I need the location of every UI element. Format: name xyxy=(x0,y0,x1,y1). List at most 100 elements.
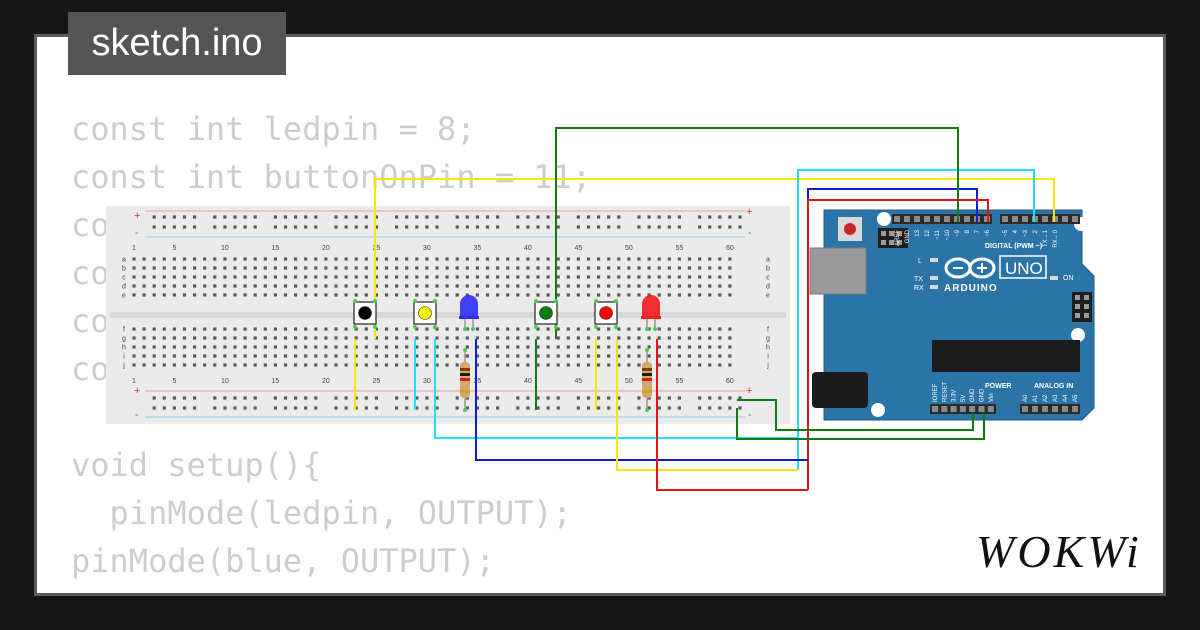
mounting-hole xyxy=(871,403,885,417)
digital-header-2 xyxy=(1000,214,1080,224)
digital-pin-label: 8 xyxy=(965,229,971,233)
atmega-chip xyxy=(932,340,1080,372)
resistor-red-led[interactable] xyxy=(642,348,652,412)
column-number: 10 xyxy=(221,245,229,252)
rail-plus-bottom-right: + xyxy=(746,385,752,397)
header-pins xyxy=(881,216,1089,412)
row-letter: c xyxy=(766,275,770,282)
digital-pin-label: ~6 xyxy=(985,229,991,237)
row-letter: d xyxy=(766,284,770,291)
code-line: pinMode(ledpin, OUTPUT); xyxy=(71,494,572,532)
digital-pin-label: 7 xyxy=(975,229,981,233)
code-line: pinMode(blue, OUTPUT); xyxy=(71,542,495,580)
wire-cyan-to-arduino[interactable] xyxy=(434,339,798,439)
wire-red-top[interactable] xyxy=(807,199,989,490)
analog-pin-label: A2 xyxy=(1043,394,1049,402)
uno-badge xyxy=(999,255,1047,279)
push-button-black[interactable] xyxy=(353,299,377,329)
wire-yellow-top[interactable] xyxy=(374,178,1055,339)
push-button-yellow[interactable] xyxy=(413,299,437,329)
digital-pin-label: 12 xyxy=(925,229,931,236)
power-pin-label: GND xyxy=(980,388,986,402)
digital-pin-label: 4 xyxy=(1013,229,1019,233)
push-button-green[interactable] xyxy=(534,299,558,329)
column-number: 45 xyxy=(575,245,583,252)
row-letter: f xyxy=(767,327,769,334)
analog-pin-label: A5 xyxy=(1073,394,1079,402)
resistor-blue-led[interactable] xyxy=(460,348,470,412)
wokwi-logo: WOKWi xyxy=(976,526,1142,577)
wire-cyan-top[interactable] xyxy=(797,169,1035,470)
code-line: void setup(){ xyxy=(71,446,322,484)
analog-pin-label: A0 xyxy=(1023,394,1029,402)
column-number: 60 xyxy=(726,245,734,252)
code-line: co xyxy=(71,206,110,244)
code-line: co xyxy=(71,302,110,340)
column-number: 50 xyxy=(625,245,633,252)
analog-pin-label: A4 xyxy=(1063,394,1069,402)
column-number: 35 xyxy=(474,245,482,252)
breadboard-center-channel xyxy=(110,312,786,318)
rail-minus-top-right: - xyxy=(748,227,752,239)
breadboard-holes xyxy=(132,215,742,410)
row-letter: b xyxy=(122,266,126,273)
uno-badge-text: UNO xyxy=(1005,259,1043,278)
rail-plus-top-right: + xyxy=(746,206,752,218)
arduino-brand-text: ARDUINO xyxy=(944,283,998,294)
led-label-tx: TX xyxy=(914,276,923,283)
power-pin-label: 3.3V xyxy=(952,390,958,402)
code-editor-text: const int ledpin = 8;const int buttonOnP… xyxy=(71,105,784,593)
row-letter: e xyxy=(122,293,126,300)
led-blue[interactable] xyxy=(459,295,479,331)
row-letter: h xyxy=(766,345,770,352)
row-letter: i xyxy=(123,354,125,361)
digital-pin-label: ~5 xyxy=(1003,229,1009,237)
row-letter: g xyxy=(766,336,770,343)
breadboard-labels: 1155101015152020252530303535404045455050… xyxy=(122,245,770,385)
wire-red-led[interactable] xyxy=(656,339,808,491)
power-pin-label: 5V xyxy=(961,395,967,402)
file-name-tab[interactable]: sketch.ino xyxy=(68,12,286,75)
column-number: 45 xyxy=(575,378,583,385)
row-letter: h xyxy=(122,345,126,352)
wire-green-top[interactable] xyxy=(555,127,959,339)
wire-yellow-to-arduino[interactable] xyxy=(616,339,798,471)
led-on-indicator xyxy=(1050,276,1058,280)
wire-blue-led[interactable] xyxy=(475,339,808,461)
led-label-rx: RX xyxy=(914,285,924,292)
column-number: 1 xyxy=(132,245,136,252)
row-letter: i xyxy=(767,354,769,361)
column-number: 15 xyxy=(272,245,280,252)
code-line: co xyxy=(71,350,110,388)
column-number: 25 xyxy=(373,378,381,385)
power-pin-label: GND xyxy=(970,388,976,402)
rail-minus-bottom-left: - xyxy=(135,409,139,421)
led-tx-indicator xyxy=(930,276,938,280)
wires xyxy=(354,127,1055,491)
led-red[interactable] xyxy=(641,295,661,331)
row-letter: d xyxy=(122,284,126,291)
digital-pin-label: 2 xyxy=(1033,229,1039,233)
push-button-red[interactable] xyxy=(594,299,618,329)
digital-pin-label: 13 xyxy=(915,229,921,236)
row-letter: j xyxy=(766,363,769,370)
reset-button-cap[interactable] xyxy=(844,223,856,235)
column-number: 60 xyxy=(726,378,734,385)
code-line: const int ledpin = 8; xyxy=(71,110,476,148)
power-pin-label: IOREF xyxy=(933,383,939,402)
rail-minus-top-left: - xyxy=(135,227,139,239)
mounting-hole xyxy=(877,212,891,226)
led-rx-indicator xyxy=(930,285,938,289)
row-letter: g xyxy=(122,336,126,343)
digital-pwm-label: DIGITAL (PWM ~) xyxy=(985,243,1042,250)
wire-green-gnd-1[interactable] xyxy=(737,399,974,431)
column-number: 5 xyxy=(172,378,176,385)
row-letter: c xyxy=(122,275,126,282)
digital-pin-label: ~10 xyxy=(945,229,951,240)
power-pin-label: RESET xyxy=(942,382,948,402)
wire-green-gnd-2[interactable] xyxy=(736,408,985,440)
code-line: co xyxy=(71,254,110,292)
